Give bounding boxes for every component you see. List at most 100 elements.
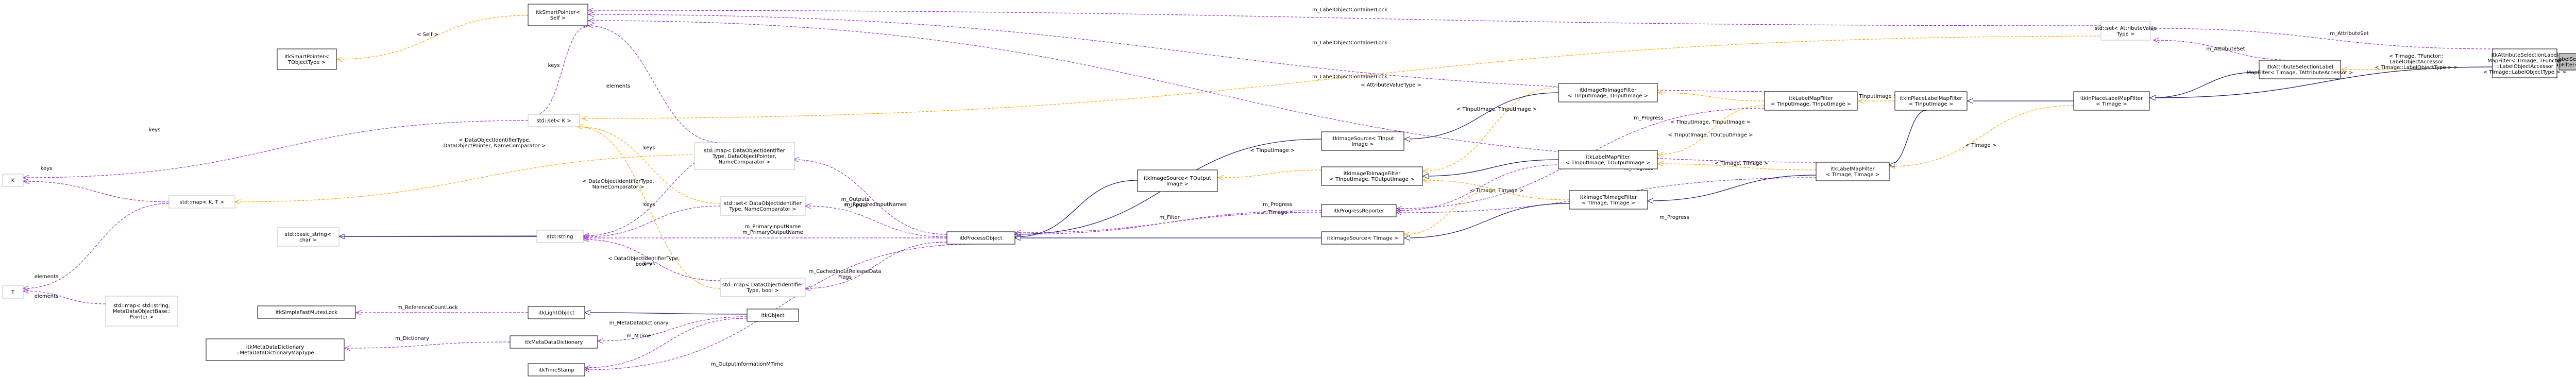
node-lmf-TT[interactable]: itkLabelMapFilter< TImage, TImage >: [1816, 162, 1890, 181]
node-itif-TITO[interactable]: itkImageToImageFilter< TInputImage, TOut…: [1321, 166, 1423, 186]
edge-line: [1423, 180, 1570, 200]
node-label: itkImageSource< TInput: [1331, 136, 1394, 142]
node-is-TI[interactable]: itkImageSource< TInputImage >: [1321, 131, 1404, 151]
node-label: Image >: [1352, 142, 1374, 147]
node-label: itkProcessObject: [960, 236, 1003, 242]
edge-label: < DataObjectIdentifierType,NameComparato…: [582, 179, 654, 190]
edge-label: < AttributeValueType >: [1361, 82, 1421, 88]
edge-use-56: m_MTime: [585, 318, 748, 368]
edge-line: [1658, 164, 1817, 170]
node-inplace-TI[interactable]: itkInPlaceLabelMapFilter< TInputImage >: [1894, 91, 1968, 111]
node-is-TO[interactable]: itkImageSource< TOutputImage >: [1137, 169, 1218, 192]
edge-label: keys: [149, 127, 161, 133]
edge-use-57: m_OutputInformationMTime: [585, 244, 974, 370]
edge-use-45: elements: [23, 291, 106, 304]
edge-line: [2150, 66, 2493, 98]
node-stdmap-ddb: std::map< DataObjectIdentifierType, bool…: [720, 278, 806, 297]
node-box: [2259, 60, 2341, 79]
edge-line: [337, 15, 529, 59]
edge-tmpl-16: < TInputImage, TOutputImage >: [1658, 105, 1765, 155]
edge-line: [588, 21, 1824, 163]
node-box: [2558, 53, 2576, 71]
node-object[interactable]: itkObject: [747, 309, 799, 322]
edge-use-4: m_AttributeSet: [2154, 40, 2298, 61]
edge-line: [1218, 169, 1322, 178]
node-stdset-attr: std::set< AttributeValueType >: [2095, 21, 2157, 41]
node-box: [105, 296, 178, 327]
node-label: ::MetaDataDictionaryMapType: [236, 350, 314, 356]
node-label: itkMetaDataDictionary: [246, 345, 304, 350]
edge-inherit-52: [585, 313, 748, 314]
node-label: itkLabelMapFilter: [1789, 96, 1833, 101]
edge-label: < TInputImage, TInputImage >: [1670, 119, 1751, 125]
node-lmf-TITI[interactable]: itkLabelMapFilter< TInputImage, TInputIm…: [1764, 91, 1858, 111]
node-box: [2, 174, 24, 187]
node-target[interactable]: itkLabelSelectionLabelMapFilter< TImage …: [2549, 53, 2576, 71]
node-label: itkImageSource< TOutput: [1144, 176, 1211, 181]
node-metadict2[interactable]: itkMetaDataDictionary::MetaDataDictionar…: [206, 338, 345, 361]
edge-line: [2150, 72, 2260, 98]
edge-use-42: keys: [23, 120, 529, 178]
node-box: [720, 196, 806, 216]
edge-label: m_MetaDataDictionary: [609, 320, 669, 326]
node-label: itkObject: [761, 313, 784, 319]
node-label: < TInputImage, TOutputImage >: [1566, 160, 1651, 166]
edge-line: [583, 205, 721, 237]
node-lightobj[interactable]: itkLightObject: [528, 306, 585, 319]
node-smartptr-T[interactable]: itkSmartPointer<TObjectType >: [277, 48, 337, 70]
node-label: std::string: [547, 234, 573, 240]
node-label: Type, NameComparator >: [728, 207, 796, 212]
edge-line: [535, 26, 588, 115]
edge-tmpl-12: < TInputImage >: [1853, 94, 1897, 101]
node-label: Type >: [2116, 31, 2135, 37]
node-mutexlock[interactable]: itkSimpleFastMutexLock: [257, 305, 356, 319]
edge-label: < TInputImage, TInputImage >: [1456, 107, 1537, 112]
node-itif-TITI[interactable]: itkImageToImageFilter< TInputImage, TInp…: [1558, 83, 1658, 102]
node-box: [1321, 131, 1404, 151]
node-label: < TInputImage >: [1909, 101, 1953, 107]
edge-tmpl-26: < TInputImage >: [1218, 148, 1322, 178]
node-is-T[interactable]: itkImageSource< TImage >: [1321, 231, 1404, 245]
node-box: [747, 309, 799, 322]
edge-line: [23, 120, 529, 178]
edge-label: < DataObjectIdentifierType,bool >: [608, 256, 680, 267]
node-box: [720, 278, 806, 297]
edge-inherit-14: [1889, 110, 1927, 165]
node-smartptr-self[interactable]: itkSmartPointer<Self >: [528, 4, 588, 26]
edge-inherit-22: [1648, 175, 1817, 201]
edge-label: < TImage, TFunctor::LabelObjectAccessor<…: [2375, 54, 2458, 71]
node-inplace-T[interactable]: itkInPlaceLabelMapFilter< TImage >: [2073, 91, 2150, 111]
edge-line: [1658, 105, 1765, 155]
node-metadict[interactable]: itkMetaDataDictionary: [510, 335, 598, 349]
node-itif-TT[interactable]: itkImageToImageFilter< TImage, TImage >: [1569, 190, 1648, 210]
edge-line: [1404, 190, 1495, 234]
node-label: itkImageToImageFilter: [1344, 171, 1401, 177]
edge-label: m_Progress: [1634, 115, 1663, 121]
edge-label: elements: [35, 294, 58, 299]
edge-use-40: keys: [583, 202, 721, 237]
node-label: K: [11, 178, 15, 184]
edge-tmpl-33: < Self >: [337, 15, 529, 59]
node-lmf-TITO[interactable]: itkLabelMapFilter< TInputImage, TOutputI…: [1558, 150, 1658, 169]
node-label: itkSmartPointer<: [284, 54, 329, 60]
node-stdmap-meta: std::map< std::string,MetaDataObjectBase…: [105, 296, 178, 327]
edge-line: [1397, 164, 1562, 211]
node-label: < TInputImage, TInputImage >: [1568, 93, 1648, 99]
edge-label: m_MTime: [626, 333, 651, 339]
node-timestamp[interactable]: itkTimeStamp: [528, 363, 585, 376]
edge-label: keys: [643, 145, 655, 151]
node-box: [1321, 166, 1423, 186]
node-progress[interactable]: itkProgressReporter: [1321, 204, 1397, 217]
edge-label: < Self >: [417, 32, 438, 38]
edge-label: keys: [643, 261, 655, 267]
node-procobj[interactable]: itkProcessObject: [946, 231, 1015, 245]
edge-use-44: elements: [23, 203, 170, 288]
node-box: [1894, 91, 1968, 111]
edge-tmpl-36: < DataObjectIdentifierType,DataObjectPoi…: [235, 138, 722, 202]
node-box: [694, 142, 795, 170]
edge-tmpl-2: < TImage, TFunctor::LabelObjectAccessor<…: [2342, 54, 2493, 71]
